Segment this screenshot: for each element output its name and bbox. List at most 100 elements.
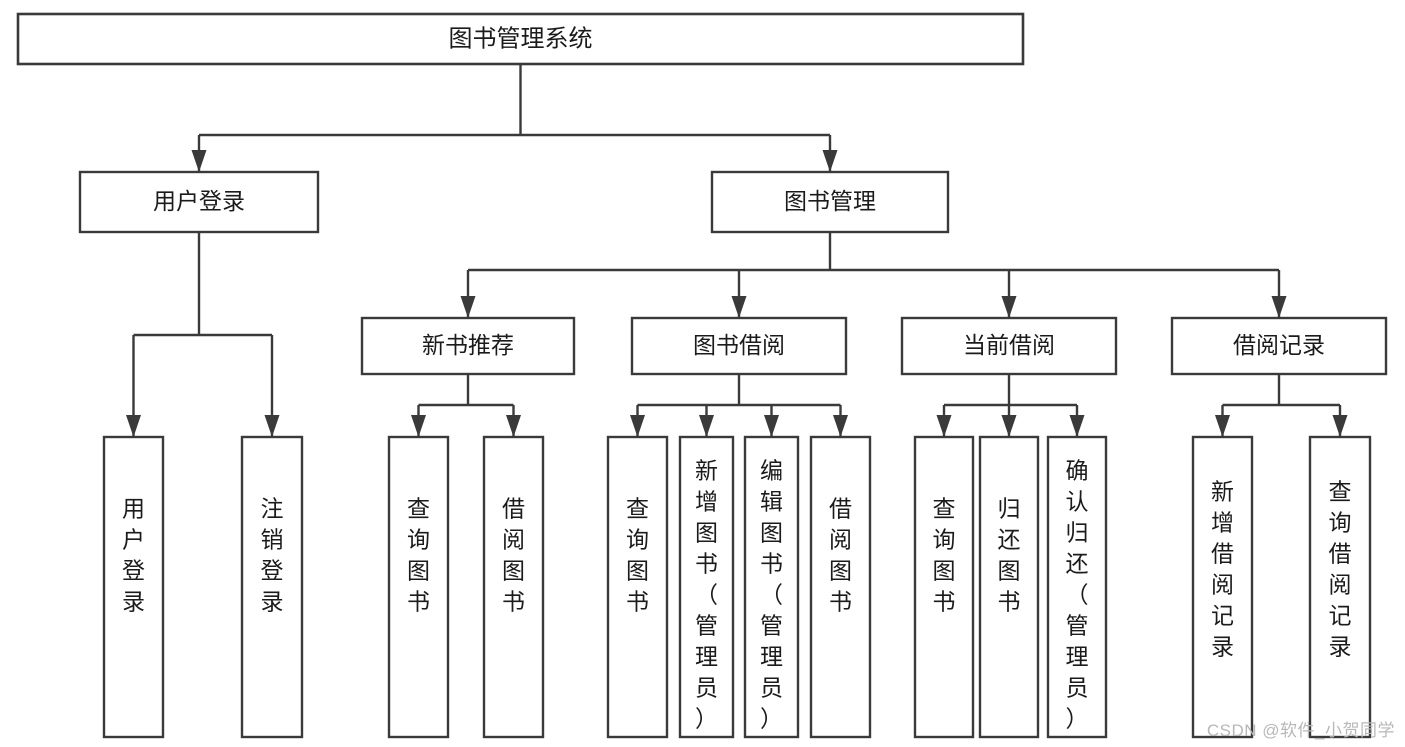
node-book-manage[interactable]: 图书管理 [710, 170, 950, 234]
arrow-head-icon [506, 415, 521, 437]
node-label-char: 增 [695, 489, 718, 515]
arrow-head-icon [1332, 415, 1348, 437]
node-box[interactable] [1191, 435, 1254, 739]
node-label: 借阅记录 [1233, 332, 1325, 358]
arrow-head-icon [833, 415, 848, 437]
node-leaf-user-login[interactable]: 用户登录 [102, 435, 165, 739]
node-label-char: 理 [695, 644, 718, 670]
node-label-char: 图 [998, 558, 1021, 584]
node-box[interactable] [102, 435, 165, 739]
connector-group-current-borrow [936, 374, 1085, 437]
node-user-login[interactable]: 用户登录 [78, 170, 320, 234]
node-box[interactable] [630, 316, 848, 376]
node-label-char: 阅 [1329, 571, 1352, 597]
node-new-book-recommend[interactable]: 新书推荐 [360, 316, 576, 376]
node-label-char: 归 [998, 496, 1021, 522]
node-current-borrow[interactable]: 当前借阅 [900, 316, 1118, 376]
node-label-char: 辑 [760, 489, 783, 515]
arrow-head-icon [764, 415, 779, 437]
arrow-head-icon [126, 415, 141, 437]
node-label-char: 销 [261, 527, 284, 553]
node-label-char: 理 [1066, 644, 1089, 670]
arrow-head-icon [460, 296, 476, 318]
node-box[interactable] [387, 435, 450, 739]
node-label-char: 询 [933, 527, 956, 553]
node-box[interactable] [16, 12, 1025, 66]
node-label-char: 询 [1329, 509, 1352, 535]
node-book-borrow[interactable]: 图书借阅 [630, 316, 848, 376]
node-box[interactable] [1046, 435, 1108, 739]
node-label-char: 借 [1329, 540, 1352, 566]
node-label-char: 图 [626, 558, 649, 584]
node-label-char: 查 [407, 496, 430, 522]
node-label-char: 询 [626, 527, 649, 553]
node-box[interactable] [1308, 435, 1372, 739]
arrow-head-icon [1271, 296, 1287, 318]
node-root[interactable]: 图书管理系统 [16, 12, 1025, 66]
node-box[interactable] [900, 316, 1118, 376]
node-label-char: 图 [695, 520, 718, 546]
node-box[interactable] [710, 170, 950, 234]
node-box[interactable] [360, 316, 576, 376]
node-box[interactable] [1170, 316, 1388, 376]
node-borrow-record[interactable]: 借阅记录 [1170, 316, 1388, 376]
connector-group-new-book-recommend [411, 374, 521, 437]
node-box[interactable] [809, 435, 872, 739]
node-box[interactable] [678, 435, 735, 739]
arrow-head-icon [411, 415, 426, 437]
node-label-char: 户 [122, 527, 145, 553]
node-label-char: 员 [1066, 675, 1089, 701]
node-label-char: 阅 [829, 527, 852, 553]
node-label: 图书管理系统 [449, 25, 593, 52]
node-box[interactable] [78, 170, 320, 234]
node-box[interactable] [482, 435, 545, 739]
arrow-head-icon [1215, 415, 1230, 437]
node-label-char: 书 [998, 589, 1021, 615]
node-box[interactable] [240, 435, 304, 739]
node-label-char: 理 [760, 644, 783, 670]
node-label-char: 还 [998, 527, 1021, 553]
node-box[interactable] [606, 435, 669, 739]
node-label-char: （ [1066, 582, 1089, 608]
node-box[interactable] [743, 435, 800, 739]
arrow-head-icon [630, 415, 645, 437]
node-label-char: 图 [933, 558, 956, 584]
node-label-char: 查 [933, 496, 956, 522]
node-label-char: 登 [261, 558, 284, 584]
node-label-char: 管 [760, 613, 783, 639]
node-label-char: 书 [502, 589, 525, 615]
node-label: 新书推荐 [422, 332, 514, 358]
node-label-char: 书 [695, 551, 718, 577]
node-label-char: 用 [122, 496, 145, 522]
connector-group-borrow-record [1215, 374, 1348, 437]
node-label-char: ） [695, 706, 718, 732]
connectors-layer [126, 64, 1348, 437]
node-label-char: 借 [1211, 540, 1234, 566]
node-box[interactable] [978, 435, 1040, 739]
node-label-char: 确 [1066, 458, 1089, 484]
node-label-char: 录 [122, 589, 145, 615]
node-label-char: 书 [760, 551, 783, 577]
nodes-layer: 图书管理系统用户登录图书管理新书推荐图书借阅当前借阅借阅记录用户登录注销登录查询… [16, 12, 1388, 739]
node-box[interactable] [913, 435, 975, 739]
